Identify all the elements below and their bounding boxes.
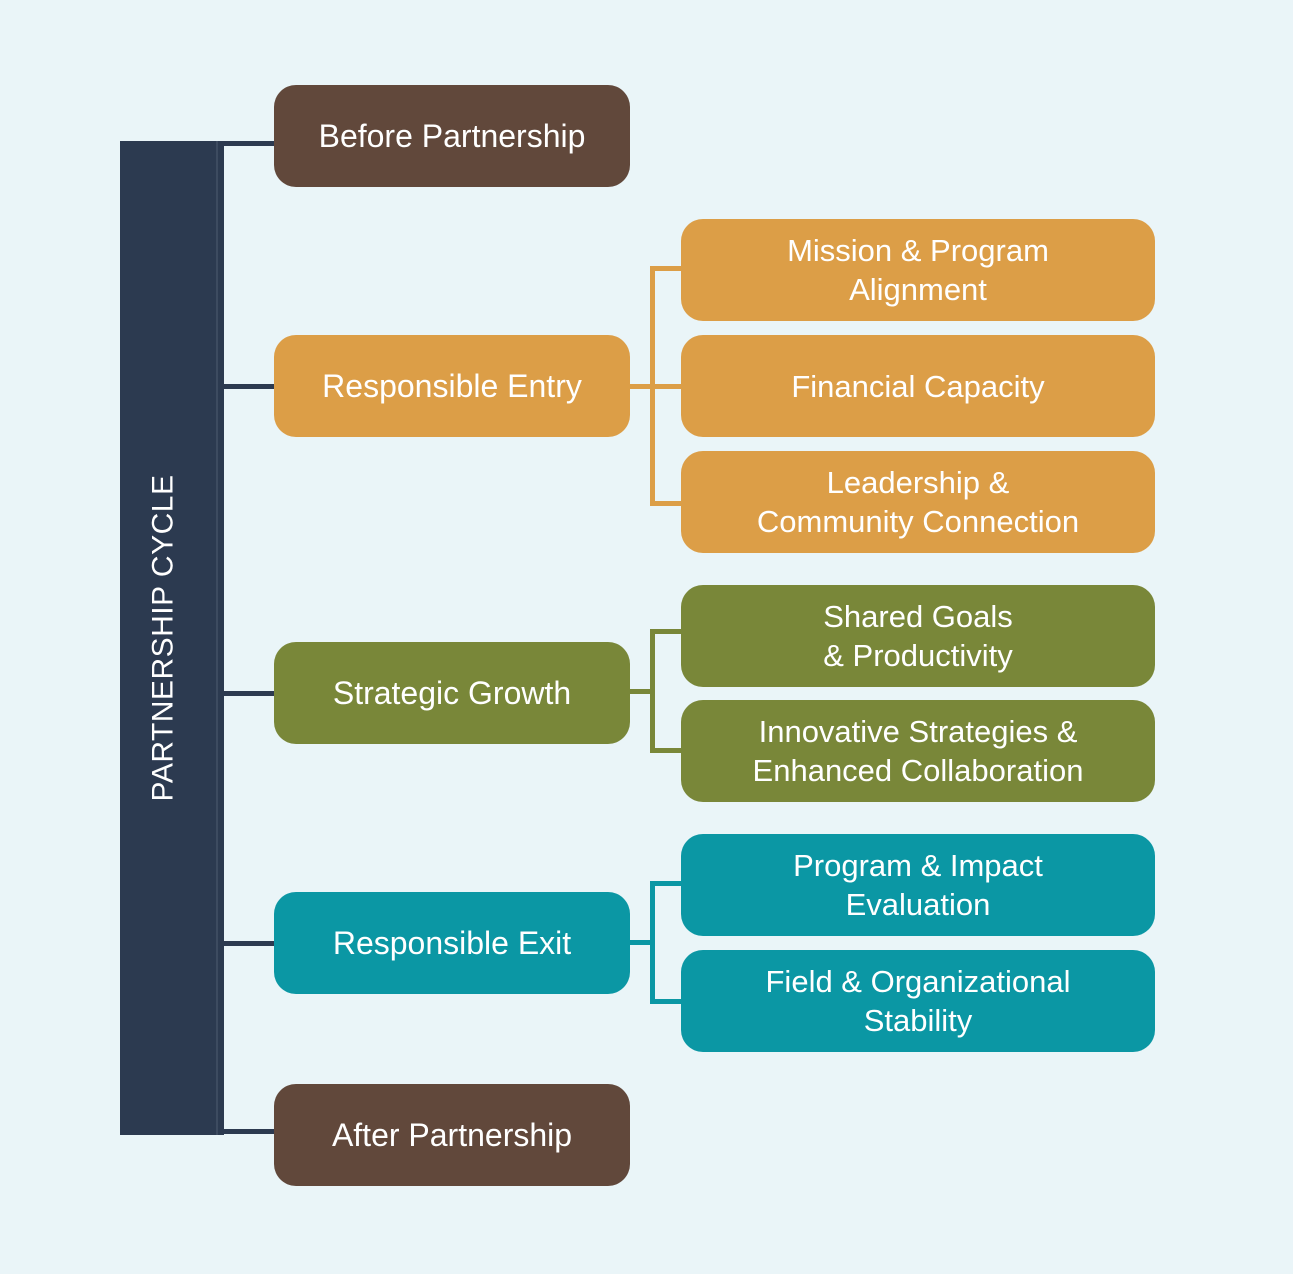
connector-entry (218, 384, 276, 389)
substage-line: Field & Organizational (765, 964, 1071, 999)
connector-exit (218, 941, 276, 946)
substage-leadership-community: Leadership & Community Connection (681, 451, 1155, 553)
stage-responsible-exit: Responsible Exit (274, 892, 630, 994)
connector-growth (218, 691, 276, 696)
substage-mission-program-alignment: Mission & Program Alignment (681, 219, 1155, 321)
substage-line: Shared Goals (823, 599, 1013, 634)
substage-line: Program & Impact (793, 848, 1043, 883)
connector-before (218, 141, 276, 146)
stage-label: Responsible Exit (332, 924, 572, 961)
substage-program-impact-evaluation: Program & Impact Evaluation (681, 834, 1155, 936)
entry-branch-1 (650, 266, 683, 271)
partnership-cycle-title: PARTNERSHIP CYCLE (146, 474, 179, 802)
entry-branch-spine (650, 266, 655, 506)
connector-after (218, 1129, 276, 1134)
partnership-cycle-title-wrap: PARTNERSHIP CYCLE (120, 141, 224, 1135)
exit-branch-1 (650, 881, 683, 886)
substage-field-organizational-stability: Field & Organizational Stability (681, 950, 1155, 1052)
substage-innovative-strategies: Innovative Strategies & Enhanced Collabo… (681, 700, 1155, 802)
entry-branch-3 (650, 501, 683, 506)
stage-label: Strategic Growth (332, 674, 572, 711)
substage-line: Alignment (849, 272, 987, 307)
substage-line: Innovative Strategies & (758, 714, 1078, 749)
stage-strategic-growth: Strategic Growth (274, 642, 630, 744)
substage-shared-goals: Shared Goals & Productivity (681, 585, 1155, 687)
stage-after-partnership: After Partnership (274, 1084, 630, 1186)
growth-branch-stem (628, 689, 653, 694)
bar-edge-line (216, 141, 218, 1135)
substage-line: Mission & Program (787, 233, 1049, 268)
stage-label: After Partnership (331, 1116, 573, 1153)
partnership-cycle-bar (120, 141, 224, 1135)
stage-label: Responsible Entry (322, 367, 582, 404)
substage-line: Evaluation (845, 887, 991, 922)
substage-line: Leadership & (826, 465, 1010, 500)
growth-branch-spine (650, 629, 655, 753)
substage-line: Stability (863, 1003, 973, 1038)
exit-branch-spine (650, 881, 655, 1004)
substage-line: Enhanced Collaboration (752, 753, 1084, 788)
stage-label: Before Partnership (318, 117, 586, 154)
substage-line: Community Connection (756, 504, 1080, 539)
exit-branch-2 (650, 999, 683, 1004)
substage-line: Financial Capacity (791, 368, 1045, 404)
substage-line: & Productivity (823, 638, 1013, 673)
exit-branch-stem (628, 940, 653, 945)
growth-branch-2 (650, 748, 683, 753)
growth-branch-1 (650, 629, 683, 634)
stage-responsible-entry: Responsible Entry (274, 335, 630, 437)
entry-branch-stem (628, 384, 683, 389)
substage-financial-capacity: Financial Capacity (681, 335, 1155, 437)
stage-before-partnership: Before Partnership (274, 85, 630, 187)
